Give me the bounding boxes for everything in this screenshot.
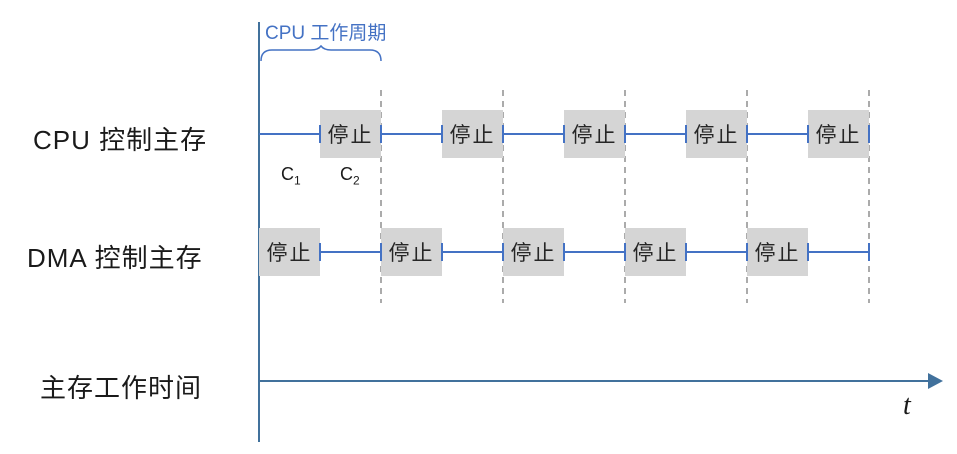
segment-tick: [380, 125, 382, 143]
segment-tick: [685, 125, 687, 143]
dma-stop-box: 停止: [503, 228, 564, 276]
cpu-stop-box: 停止: [808, 110, 869, 158]
c1-annotation: C1: [281, 164, 301, 188]
segment-tick: [868, 243, 870, 261]
cpu-row-label: CPU 控制主存: [33, 125, 208, 155]
segment-tick: [685, 243, 687, 261]
segment-tick: [563, 125, 565, 143]
c2-annotation: C2: [340, 164, 360, 188]
arrow-right-icon: [928, 373, 943, 389]
dma-stop-box: 停止: [625, 228, 686, 276]
segment-tick: [868, 125, 870, 143]
cpu-stop-box: 停止: [564, 110, 625, 158]
segment-tick: [380, 243, 382, 261]
segment-tick: [624, 125, 626, 143]
memory-row-label: 主存工作时间: [40, 373, 203, 403]
cycle-brace: [260, 45, 382, 62]
cpu-stop-box: 停止: [320, 110, 381, 158]
segment-tick: [746, 125, 748, 143]
period-divider-dashed-line: [624, 90, 626, 303]
segment-tick: [807, 243, 809, 261]
dma-row-label: DMA 控制主存: [27, 243, 203, 273]
segment-tick: [319, 125, 321, 143]
dma-stop-box: 停止: [259, 228, 320, 276]
segment-tick: [441, 125, 443, 143]
segment-tick: [441, 243, 443, 261]
segment-tick: [807, 125, 809, 143]
dma-stop-box: 停止: [747, 228, 808, 276]
segment-tick: [319, 243, 321, 261]
cpu-cycle-label: CPU 工作周期: [265, 23, 387, 44]
period-divider-dashed-line: [746, 90, 748, 303]
time-axis-label: t: [903, 390, 911, 421]
segment-tick: [624, 243, 626, 261]
segment-tick: [746, 243, 748, 261]
period-divider-dashed-line: [380, 90, 382, 303]
cpu-stop-box: 停止: [686, 110, 747, 158]
dma-stop-box: 停止: [381, 228, 442, 276]
period-divider-dashed-line: [502, 90, 504, 303]
cpu-stop-box: 停止: [442, 110, 503, 158]
segment-tick: [502, 243, 504, 261]
segment-tick: [502, 125, 504, 143]
time-arrow-line: [259, 380, 931, 382]
segment-tick: [563, 243, 565, 261]
period-divider-dashed-line: [868, 90, 870, 303]
